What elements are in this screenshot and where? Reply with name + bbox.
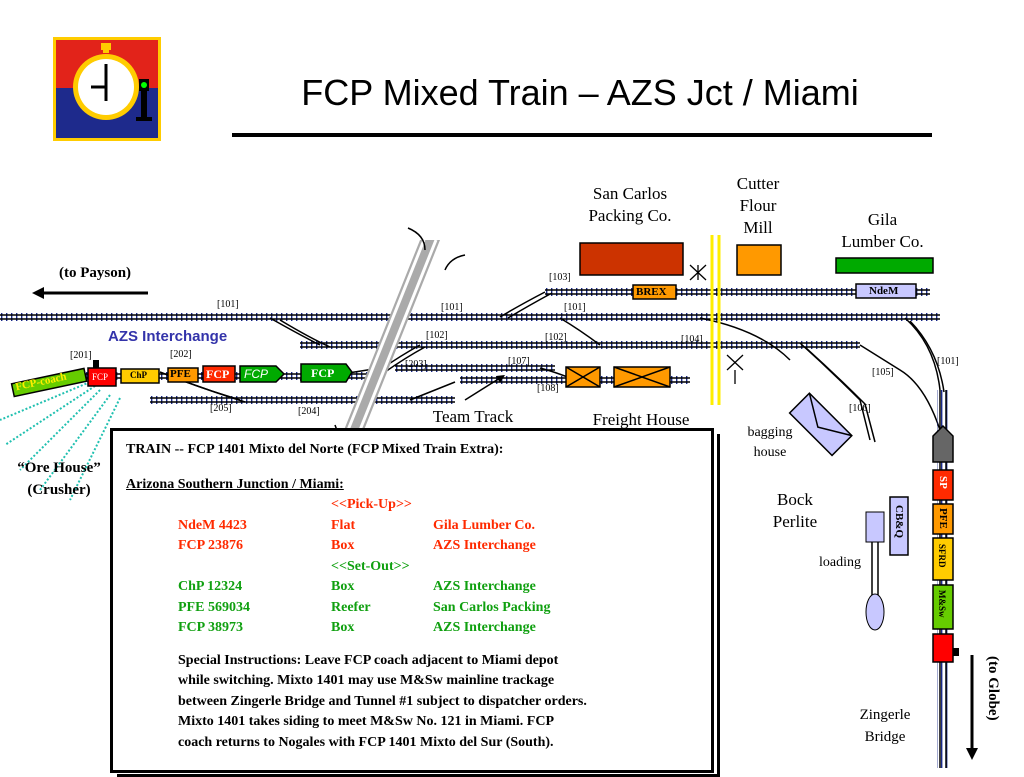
arrow-down-icon (966, 655, 978, 760)
track-id: [101] (441, 302, 463, 313)
track-id: [205] (210, 403, 232, 414)
title-underline (232, 133, 932, 137)
track-203 (395, 364, 555, 372)
track-id: [101] (217, 299, 239, 310)
car-label-sfrd: SFRD (937, 544, 947, 568)
car-label-fcp1: FCP (206, 367, 230, 381)
track-id: [203] (405, 359, 427, 370)
car-label-fcp2: FCP (311, 366, 335, 380)
san-carlos-packing-building (579, 242, 684, 276)
track-id: [102] (426, 330, 448, 341)
car-label-chp: ChP (130, 370, 148, 380)
perlite-loading-building (865, 511, 885, 543)
team-track-arrow-icon (464, 375, 505, 401)
car-label-brex: BREX (636, 286, 667, 298)
track-id: [108] (537, 383, 559, 394)
train-order-box (110, 428, 714, 773)
car-label-fcp-loco: FCP (244, 367, 268, 381)
car-sp (932, 469, 954, 501)
track-id: [107] (508, 356, 530, 367)
label-team-track: Team Track (432, 407, 514, 426)
car-label-ndem: NdeM (869, 285, 899, 297)
track-id: [201] (70, 350, 92, 361)
freight-house-building (565, 366, 671, 388)
gila-lumber-building (835, 257, 934, 274)
track-id: [204] (298, 406, 320, 417)
special-instructions: Special Instructions: Leave FCP coach ad… (178, 652, 587, 750)
perlite-silo (865, 593, 885, 631)
car-label-pfe-v: PFE (937, 508, 949, 529)
arrow-left-icon (32, 287, 148, 299)
car-fcp1 (202, 365, 236, 383)
car-fcp-coach (10, 367, 88, 398)
label-loading: loading (819, 555, 861, 570)
car-sfrd (932, 537, 954, 581)
bagging-house-building (788, 392, 853, 457)
label-ore-house: “Ore House”(Crusher) (17, 460, 101, 498)
car-label-msw: M&Sw (937, 590, 947, 618)
crusher-tracks (0, 381, 121, 501)
track-204 (150, 396, 455, 404)
page-title: FCP Mixed Train – AZS Jct / Miami (301, 72, 859, 113)
track-id: [101] (937, 356, 959, 367)
track-id: [103] (549, 272, 571, 283)
setout-heading: <<Set-Out>> (331, 558, 410, 574)
car-fcp-loco (239, 365, 286, 383)
track-id: [101] (564, 302, 586, 313)
track-101 (0, 313, 940, 321)
car-msw (932, 584, 954, 630)
track-id: [106] (849, 403, 871, 414)
car-pfe (167, 367, 199, 383)
train-order-text: TRAIN -- FCP 1401 Mixto del Norte (FCP M… (126, 440, 706, 753)
car-red (932, 633, 954, 663)
train-header: TRAIN -- FCP 1401 Mixto del Norte (FCP M… (126, 442, 504, 457)
car-fcp2 (300, 363, 353, 383)
car-fcp-small (87, 367, 117, 387)
car-loco-grey (932, 424, 954, 463)
car-label-sp: SP (937, 476, 949, 489)
label-azs-interchange: AZS Interchange (108, 328, 228, 345)
car-label-cbq: CB&Q (893, 505, 905, 538)
label-to-globe: (to Globe) (985, 656, 1001, 721)
cutter-flour-mill-building (736, 244, 782, 276)
car-cbq (889, 496, 909, 556)
train-location: Arizona Southern Junction / Miami: (126, 476, 344, 492)
car-brex (632, 284, 677, 300)
car-label-fcp-small: FCP (92, 372, 109, 382)
stopwatch-logo-icon (53, 37, 161, 141)
car-label-pfe: PFE (170, 368, 191, 380)
track-id: [102] (545, 332, 567, 343)
derail-icon (689, 264, 744, 384)
label-freight-house: Freight House (592, 410, 690, 429)
pickup-heading: <<Pick-Up>> (331, 497, 412, 512)
car-pfe-v (932, 503, 954, 535)
road-crossing (710, 235, 721, 405)
track-id: [202] (170, 349, 192, 360)
track-id: [104] (681, 334, 703, 345)
track-id: [105] (872, 367, 894, 378)
car-ndem (855, 283, 917, 299)
car-chp (120, 368, 160, 384)
label-to-payson: (to Payson) (58, 265, 132, 281)
